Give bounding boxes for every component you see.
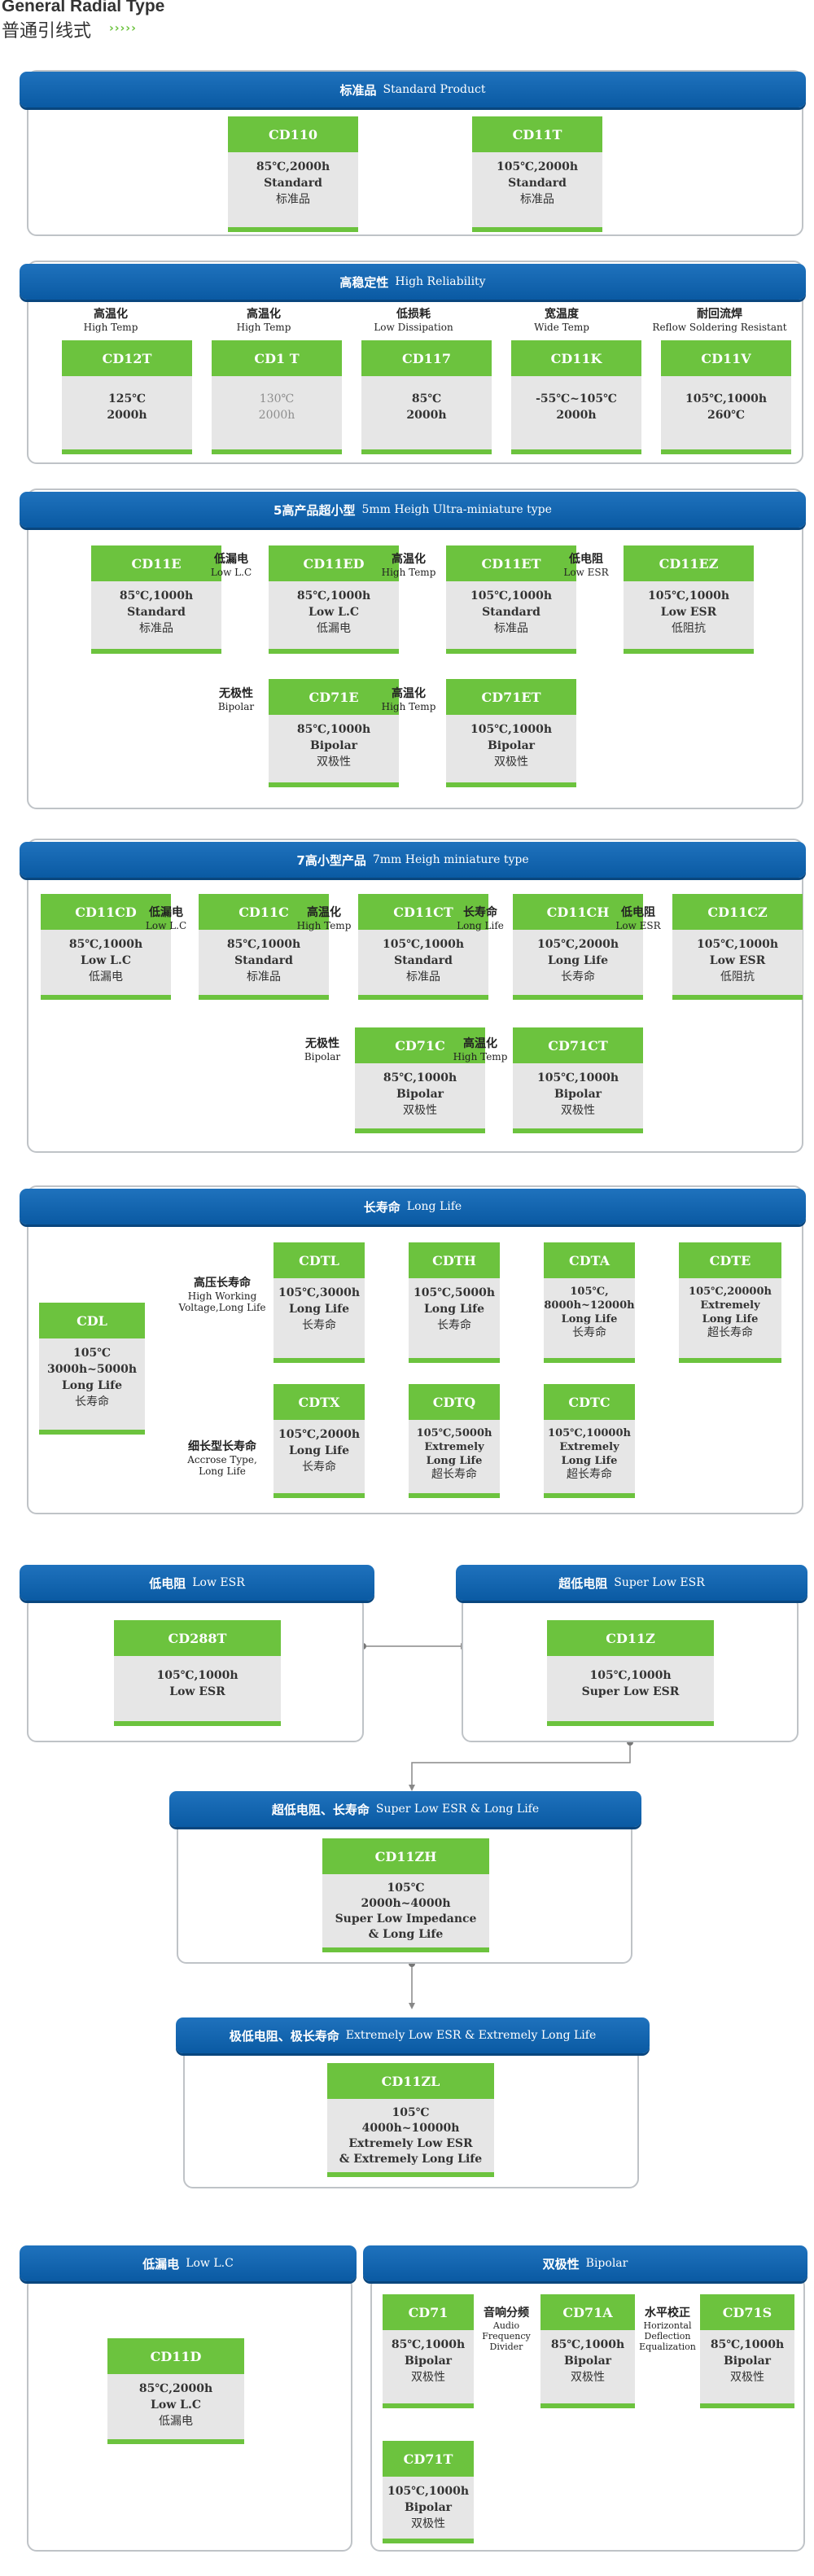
page-title: General Radial Type: [2, 0, 165, 15]
arrows-icon: ›››››: [109, 22, 137, 35]
page-subtitle: 普通引线式: [2, 21, 92, 42]
